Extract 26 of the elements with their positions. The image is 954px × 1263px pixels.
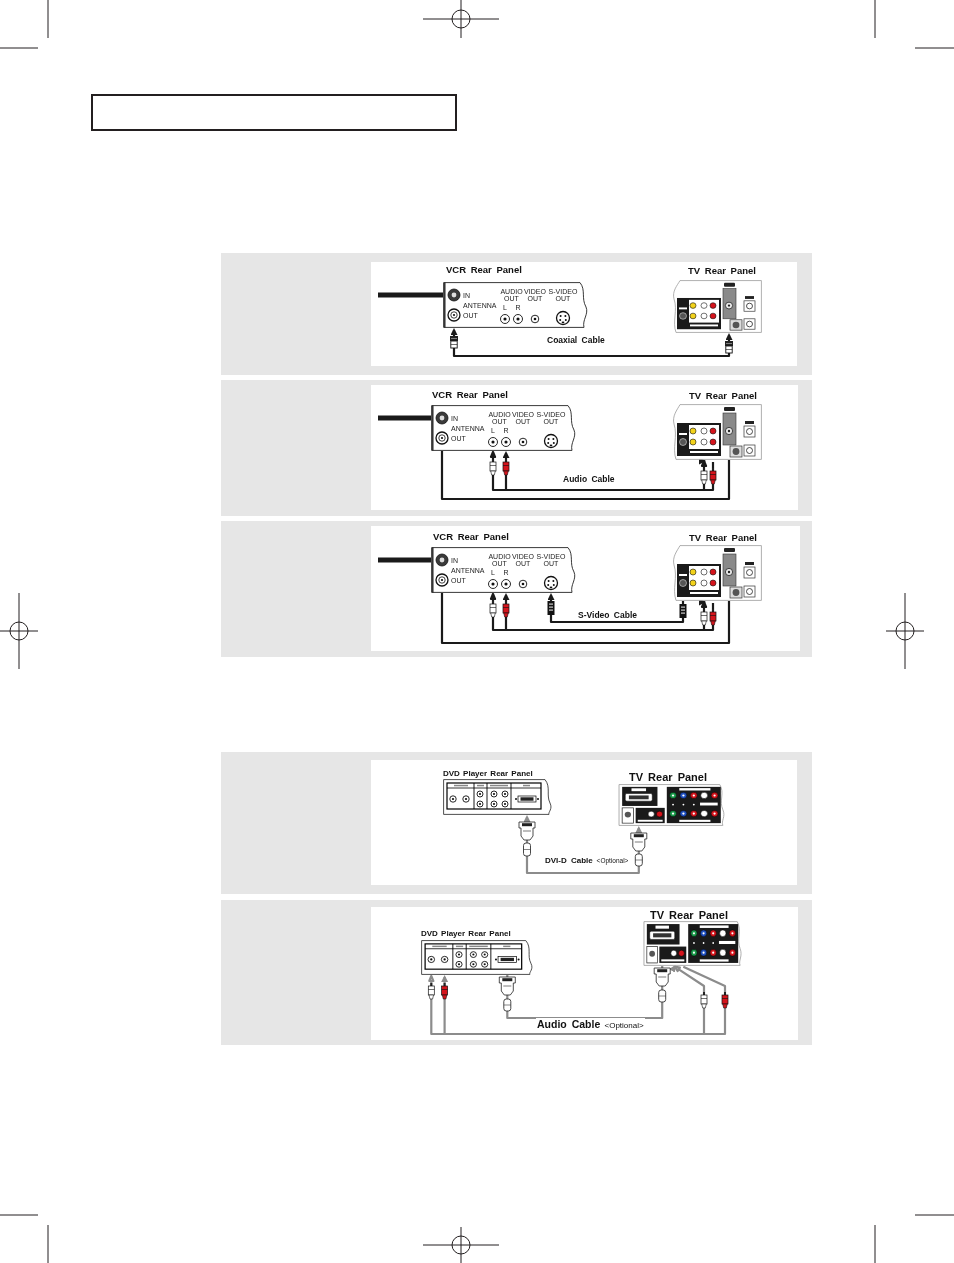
edge-label: Audio Cable: [562, 475, 616, 485]
panel-title: DVD Player Rear Panel: [421, 929, 511, 939]
panel-title: VCR Rear Panel: [432, 390, 508, 401]
panel-title: TV Rear Panel: [689, 533, 757, 544]
edge-label: S-Video Cable: [577, 611, 638, 621]
panel-title: TV Rear Panel: [689, 391, 757, 402]
cable: [450, 328, 733, 358]
cable: [378, 557, 431, 563]
cable: [506, 966, 664, 1020]
panel-title: TV Rear Panel: [650, 909, 728, 922]
cable: [523, 815, 643, 875]
cable: [428, 964, 727, 1036]
cable: [440, 593, 731, 645]
edge-label: Audio Cable <Optional>: [536, 1018, 645, 1031]
panel-title: VCR Rear Panel: [446, 265, 522, 276]
panel-title: TV Rear Panel: [688, 266, 756, 277]
cable: [440, 451, 731, 501]
cable: [547, 593, 685, 624]
cable: [489, 450, 715, 492]
cable: [378, 415, 431, 421]
panel-title: DVD Player Rear Panel: [443, 769, 533, 779]
panel-title: VCR Rear Panel: [433, 532, 509, 543]
panel-title: TV Rear Panel: [629, 771, 707, 784]
edge-label: Coaxial Cable: [546, 336, 606, 346]
cable: [489, 592, 715, 632]
cable: [378, 292, 443, 298]
